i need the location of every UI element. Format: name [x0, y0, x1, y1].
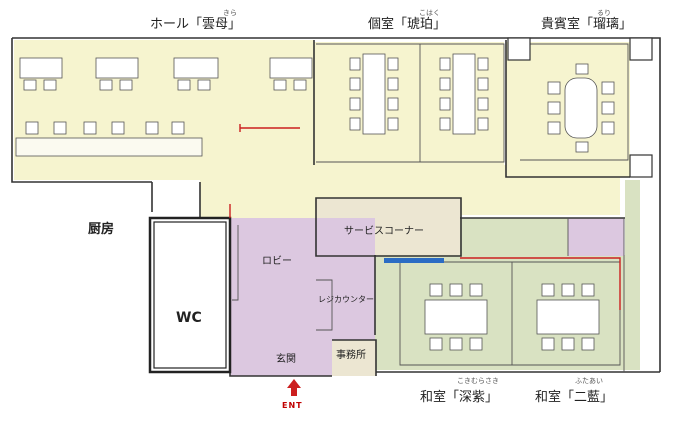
hall-chair	[23, 79, 37, 91]
hall-chair	[177, 79, 191, 91]
red-accents	[229, 124, 621, 310]
tatami-upper-area	[460, 218, 568, 258]
hall-label-ruby: きら	[223, 9, 237, 17]
counter-chair	[145, 121, 159, 135]
hall-table	[19, 57, 63, 79]
blue-markers	[384, 258, 444, 263]
floor-areas	[14, 40, 640, 376]
vip-room-label: 貴賓室「瑠璃」	[541, 17, 633, 32]
hall-chair	[99, 79, 113, 91]
private-room-label: 個室「琥珀」	[368, 17, 447, 32]
counter-chair	[53, 121, 67, 135]
japanese-room-furniture	[424, 283, 600, 351]
counter-chair	[171, 121, 185, 135]
register-label: レジカウンター	[318, 295, 374, 304]
counter-chair	[25, 121, 39, 135]
hall-chair	[273, 79, 287, 91]
private-table	[362, 53, 386, 135]
lavender-area	[568, 218, 624, 256]
counter-chair	[111, 121, 125, 135]
hall-counter	[15, 137, 203, 157]
right-strip-area	[625, 180, 640, 370]
column	[629, 154, 653, 178]
kitchen-label: 厨房	[88, 222, 115, 237]
japanese-room-1-label: 和室「深紫」	[420, 390, 499, 405]
japanese-room-2-label: 和室「二藍」	[535, 390, 614, 405]
wc-label: WC	[176, 310, 202, 326]
office-area	[332, 340, 376, 376]
private-room-furniture	[349, 53, 489, 135]
hall-table	[173, 57, 219, 79]
private-room-area	[314, 42, 504, 165]
hall-furniture	[19, 57, 313, 135]
hall-corridor-area	[200, 150, 320, 220]
columns	[507, 37, 653, 178]
hall-table	[95, 57, 139, 79]
private-room-ruby: こはく	[419, 9, 440, 17]
private-table	[452, 53, 476, 135]
service-corner-label: サービスコーナー	[344, 226, 424, 237]
office-label: 事務所	[336, 350, 366, 361]
column	[507, 37, 531, 61]
ent-marker-label: ENT	[282, 401, 303, 410]
lobby-label: ロビー	[262, 256, 292, 267]
hall-table	[269, 57, 313, 79]
vip-room-furniture	[547, 63, 615, 153]
hall-chair	[197, 79, 211, 91]
thin-partitions	[232, 43, 629, 372]
column	[629, 37, 653, 61]
entrance-arrow	[287, 379, 301, 396]
low-table	[536, 299, 600, 335]
hall-label: ホール「雲母」	[150, 17, 242, 32]
wc-block	[148, 216, 232, 374]
japanese-room-1-ruby: こきむらさき	[457, 377, 499, 385]
japanese-room-2-ruby: ふたあい	[575, 377, 603, 385]
hall-chair	[43, 79, 57, 91]
vip-room-ruby: るり	[597, 9, 611, 17]
low-table	[424, 299, 488, 335]
entrance-label: 玄関	[276, 354, 296, 365]
hall-chair	[293, 79, 307, 91]
counter-chair	[83, 121, 97, 135]
hall-chair	[119, 79, 133, 91]
vip-table	[564, 77, 598, 139]
